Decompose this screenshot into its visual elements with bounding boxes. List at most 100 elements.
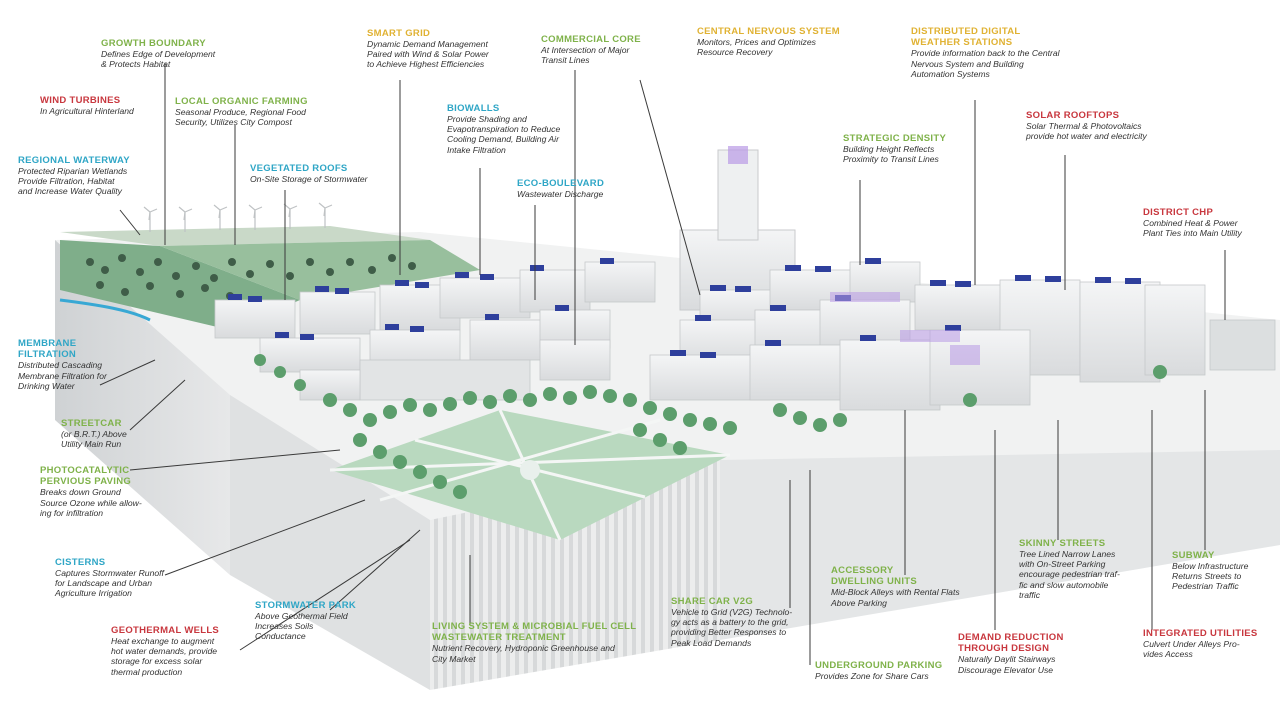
label-title: INTEGRATED UTILITIES	[1143, 628, 1258, 639]
label-membrane-filtration: MEMBRANE FILTRATION Distributed Cascadin…	[18, 338, 107, 391]
label-desc: thermal production	[111, 666, 183, 677]
label-underground-parking: UNDERGROUND PARKING Provides Zone for Sh…	[815, 660, 942, 681]
label-district-chp: DISTRICT CHP Combined Heat & Power Plant…	[1143, 207, 1242, 238]
label-desc: Agriculture Irrigation	[55, 588, 132, 599]
label-vegetated-roofs: VEGETATED ROOFS On-Site Storage of Storm…	[250, 163, 368, 184]
label-desc: Wastewater Discharge	[517, 189, 604, 200]
leader-lines	[99, 63, 1226, 665]
label-title: STORMWATER PARK	[255, 600, 357, 611]
label-desc: ing for infiltration	[40, 507, 104, 518]
label-desc: and Increase Water Quality	[18, 186, 122, 197]
label-smart-grid: SMART GRID Dynamic Demand Management Pai…	[367, 28, 489, 70]
central-plaza	[329, 409, 731, 541]
label-regional-waterway: REGIONAL WATERWAY Protected Riparian Wet…	[18, 155, 130, 197]
label-desc: Pedestrian Traffic	[1172, 581, 1239, 592]
label-photocatalytic: PHOTOCATALYTIC PERVIOUS PAVING Breaks do…	[40, 465, 142, 518]
label-commercial-core: COMMERCIAL CORE At Intersection of Major…	[541, 34, 641, 65]
label-title: VEGETATED ROOFS	[250, 163, 348, 174]
label-desc: Provides Zone for Share Cars	[815, 671, 929, 682]
label-desc: provide hot water and electricity	[1026, 131, 1147, 142]
label-desc: storage for excess solar	[111, 656, 203, 667]
label-desc: Cooling Demand, Building Air	[447, 134, 559, 145]
label-desc: (or B.R.T.) Above	[61, 429, 127, 440]
label-desc: Nervous System and Building	[911, 58, 1024, 69]
label-desc: Resource Recovery	[697, 47, 773, 58]
label-desc: Plant Ties into Main Utility	[1143, 228, 1242, 239]
label-stormwater-park: STORMWATER PARK Above Geothermal Field I…	[255, 600, 356, 642]
label-title: LOCAL ORGANIC FARMING	[175, 96, 308, 107]
label-desc: Proximity to Transit Lines	[843, 154, 939, 165]
label-title: DISTRICT CHP	[1143, 207, 1214, 218]
label-desc: Tree Lined Narrow Lanes	[1019, 549, 1116, 560]
label-desc: Above Parking	[831, 597, 887, 608]
label-title: STRATEGIC DENSITY	[843, 133, 947, 144]
label-desc: Automation Systems	[911, 68, 990, 79]
label-title: SHARE CAR V2G	[671, 596, 754, 607]
label-desc: Peak Load Demands	[671, 637, 752, 648]
label-desc: Provide information back to the Central	[911, 48, 1060, 59]
label-streetcar: STREETCAR (or B.R.T.) Above Utility Main…	[61, 418, 127, 449]
label-desc: City Market	[432, 653, 476, 664]
label-growth-boundary: GROWTH BOUNDARY Defines Edge of Developm…	[101, 38, 215, 69]
label-desc: At Intersection of Major	[541, 45, 630, 56]
label-desc: Distributed Cascading	[18, 360, 103, 371]
label-title: ACCESSORY	[831, 565, 894, 576]
label-title: MEMBRANE	[18, 338, 77, 349]
label-title: BIOWALLS	[447, 103, 500, 114]
label-desc: Provide Shading and	[447, 114, 527, 125]
label-distributed-digital-weather: DISTRIBUTED DIGITAL WEATHER STATIONS Pro…	[911, 26, 1060, 79]
label-desc: vides Access	[1143, 649, 1193, 660]
left-district-buildings	[214, 261, 656, 401]
label-desc: Increases Soils	[255, 621, 314, 632]
label-local-organic-farming: LOCAL ORGANIC FARMING Seasonal Produce, …	[175, 96, 308, 127]
label-subway: SUBWAY Below Infrastructure Returns Stre…	[1172, 550, 1248, 592]
label-desc: gy acts as a battery to the grid,	[671, 617, 789, 628]
label-desc: Membrane Filtration for	[18, 370, 107, 381]
label-desc: Nutrient Recovery, Hydroponic Greenhouse…	[432, 643, 615, 654]
label-geothermal-wells: GEOTHERMAL WELLS Heat exchange to augmen…	[111, 625, 219, 677]
label-desc: Breaks down Ground	[40, 487, 121, 498]
wind-turbines-row	[143, 202, 333, 232]
label-title: FILTRATION	[18, 349, 77, 361]
label-desc: Below Infrastructure	[1172, 561, 1249, 572]
label-title: WIND TURBINES	[40, 95, 121, 106]
label-desc: Utility Main Run	[61, 439, 122, 450]
right-district-buildings	[649, 261, 1276, 411]
label-skinny-streets: SKINNY STREETS Tree Lined Narrow Lanes w…	[1019, 538, 1120, 600]
label-title: DEMAND REDUCTION	[958, 632, 1064, 643]
smart-roofs	[830, 292, 980, 365]
label-desc: Monitors, Prices and Optimizes	[697, 37, 816, 48]
label-strategic-density: STRATEGIC DENSITY Building Height Reflec…	[843, 133, 946, 164]
label-desc: Provide Filtration, Habitat	[18, 176, 115, 187]
label-desc: Culvert Under Alleys Pro-	[1143, 639, 1240, 650]
label-desc: Mid-Block Alleys with Rental Flats	[831, 587, 960, 598]
label-title: CISTERNS	[55, 557, 106, 568]
label-desc: Vehicle to Grid (V2G) Technolo-	[671, 607, 793, 618]
label-title: SOLAR ROOFTOPS	[1026, 110, 1120, 121]
label-desc: Paired with Wind & Solar Power	[367, 49, 489, 60]
label-title: ECO-BOULEVARD	[517, 178, 605, 189]
label-desc: Seasonal Produce, Regional Food	[175, 107, 306, 118]
label-solar-rooftops: SOLAR ROOFTOPS Solar Thermal & Photovolt…	[1026, 110, 1147, 141]
label-desc: traffic	[1019, 589, 1041, 600]
label-title: COMMERCIAL CORE	[541, 34, 641, 45]
label-desc: encourage pedestrian traf-	[1019, 569, 1120, 580]
label-title: DWELLING UNITS	[831, 576, 917, 588]
label-desc: On-Site Storage of Stormwater	[250, 174, 368, 185]
label-cisterns: CISTERNS Captures Stormwater Runoff for …	[55, 557, 164, 599]
label-desc: Conductance	[255, 631, 306, 642]
label-title: WASTEWATER TREATMENT	[432, 632, 566, 644]
label-desc: Building Height Reflects	[843, 144, 935, 155]
label-desc: Returns Streets to	[1172, 571, 1242, 582]
label-title: SUBWAY	[1172, 550, 1215, 561]
label-desc: Security, Utilizes City Compost	[175, 117, 292, 128]
label-title: SKINNY STREETS	[1019, 538, 1106, 549]
label-desc: Discourage Elevator Use	[958, 664, 1054, 675]
label-desc: Defines Edge of Development	[101, 49, 216, 60]
label-desc: Above Geothermal Field	[255, 611, 348, 622]
label-desc: Naturally Daylit Stairways	[958, 654, 1056, 665]
label-desc: providing Better Responses to	[671, 627, 787, 638]
label-desc: Solar Thermal & Photovoltaics	[1026, 121, 1142, 132]
label-desc: fic and slow automobile	[1019, 579, 1109, 590]
label-desc: Combined Heat & Power	[1143, 218, 1238, 229]
